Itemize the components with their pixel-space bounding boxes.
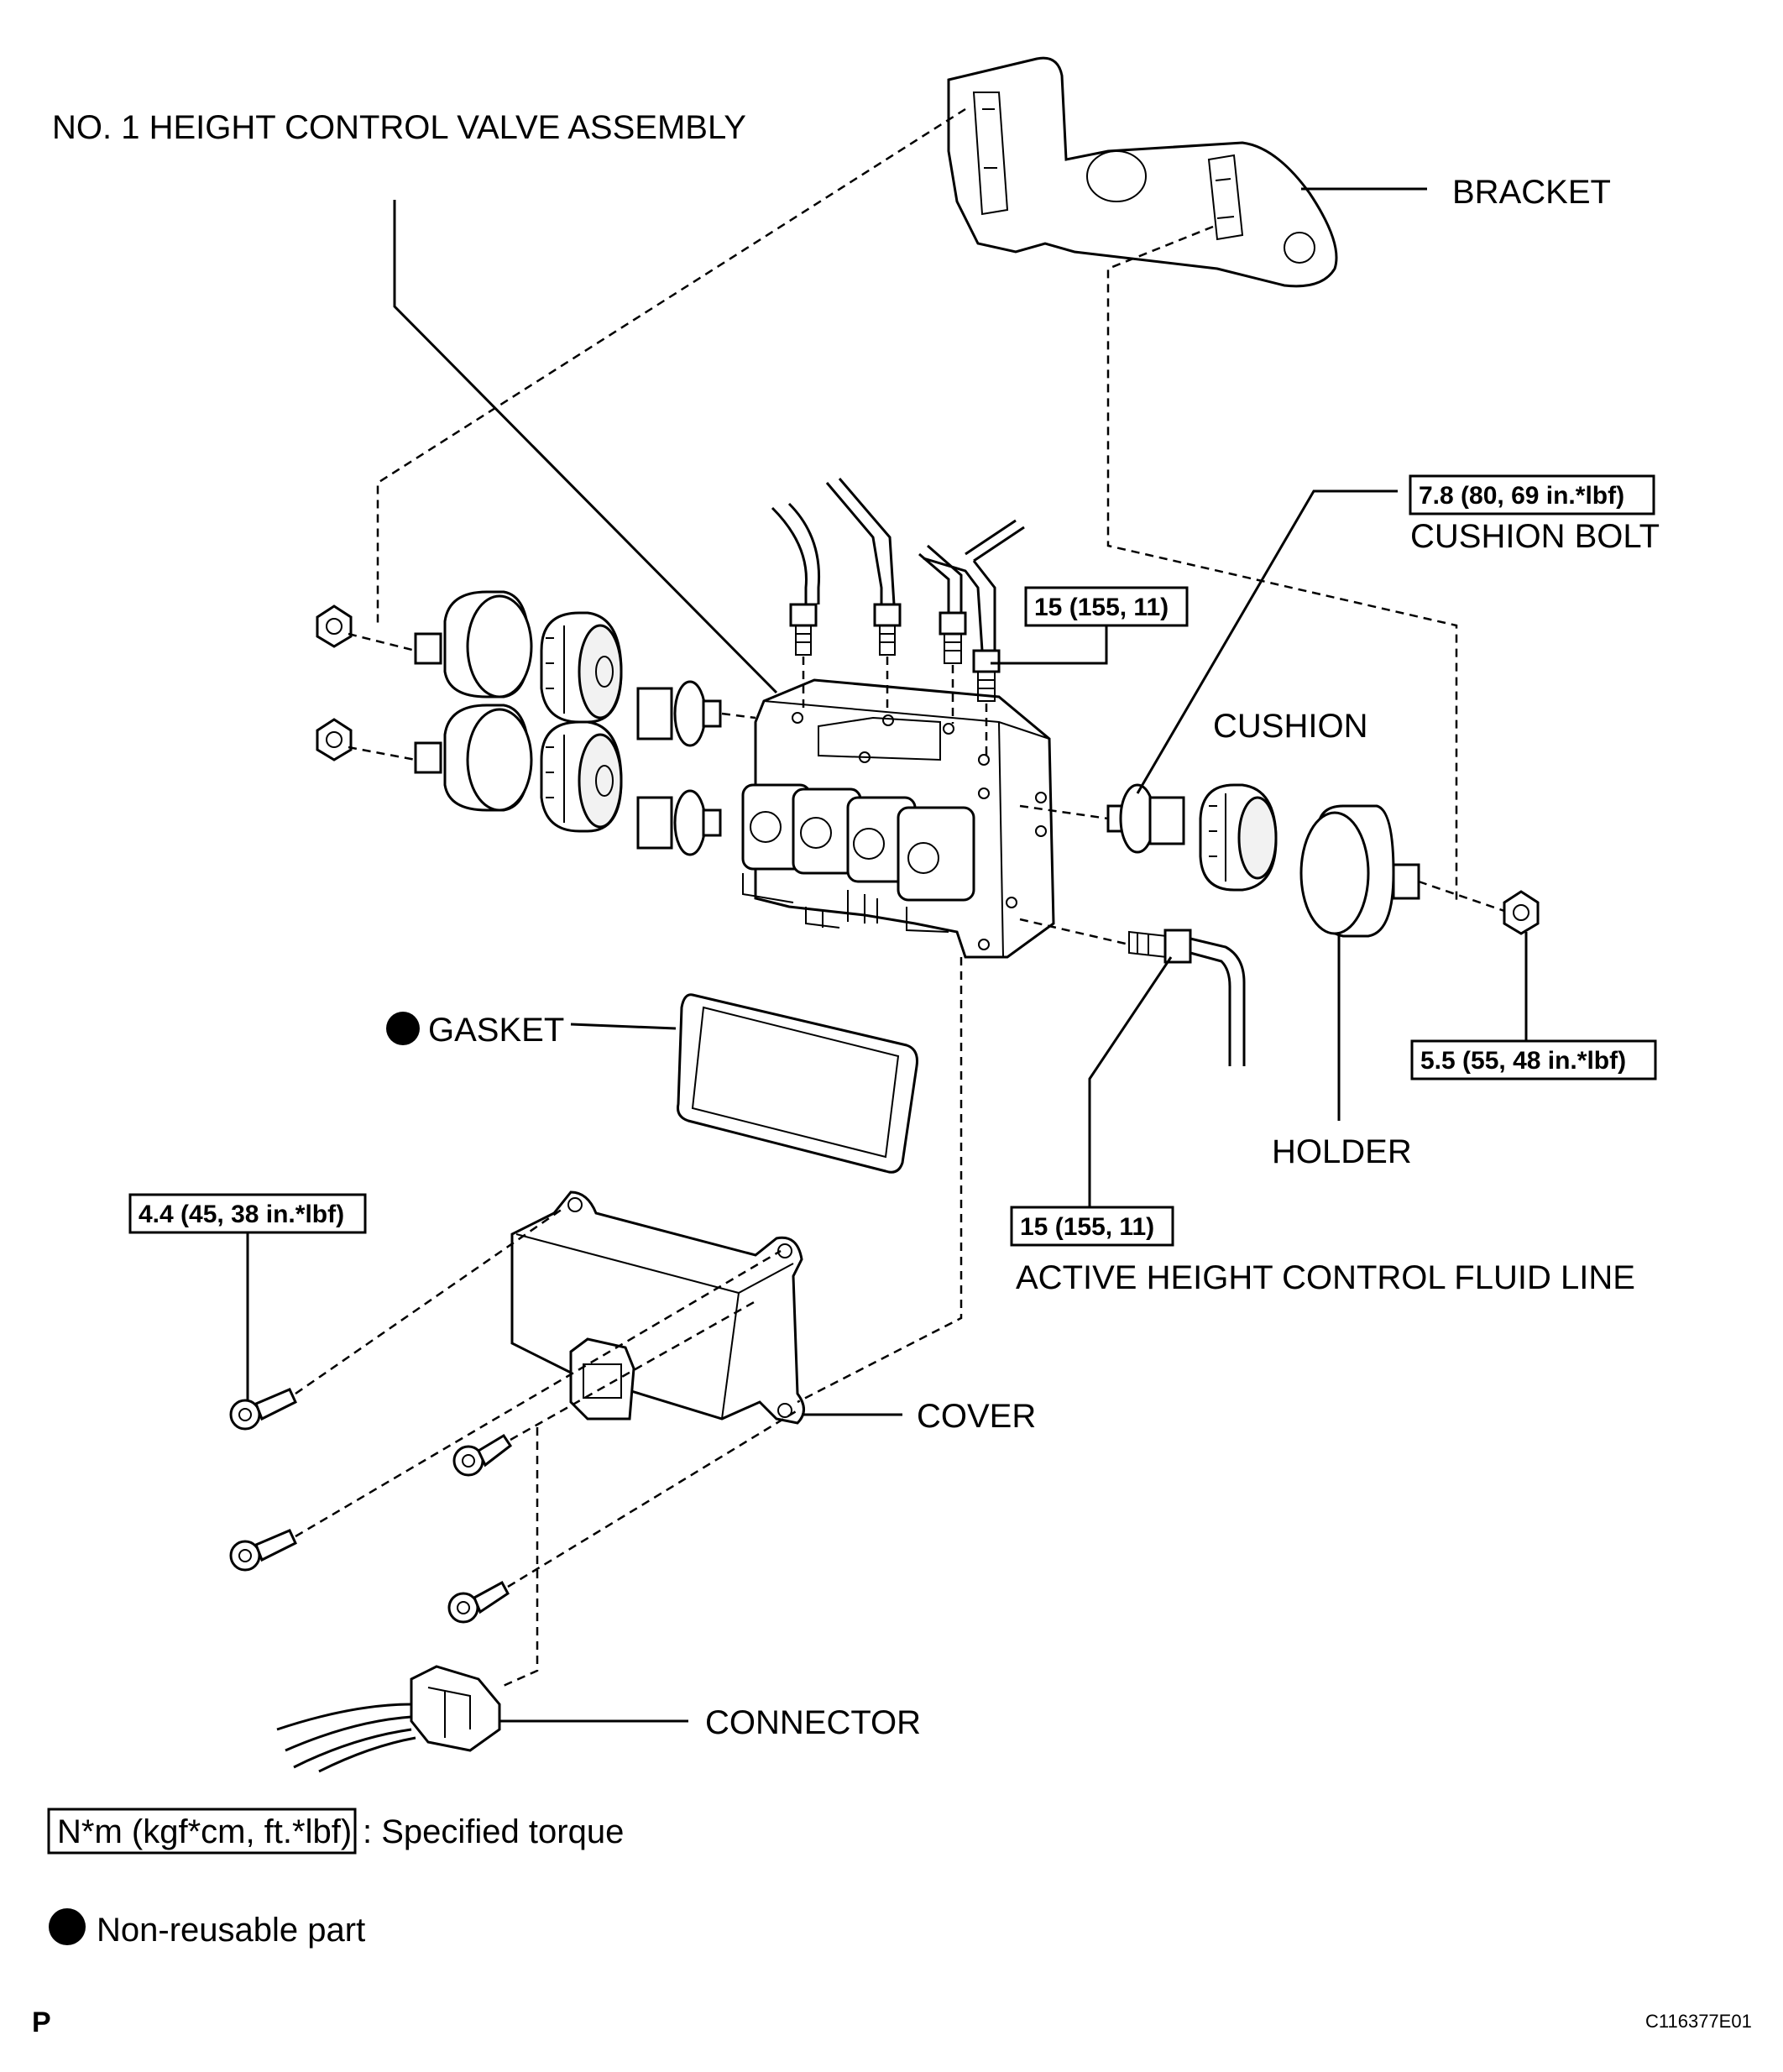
label-bracket: BRACKET <box>1452 174 1611 211</box>
label-connector: CONNECTOR <box>705 1704 921 1741</box>
valve-block-part <box>741 678 1055 959</box>
torque-nut: 5.5 (55, 48 in.*lbf) <box>1420 1047 1626 1075</box>
label-gasket: GASKET <box>428 1012 564 1049</box>
label-fluid-line: ACTIVE HEIGHT CONTROL FLUID LINE <box>1016 1259 1635 1296</box>
torque-lower-fluid-line: 15 (155, 11) <box>1020 1213 1154 1241</box>
leader-cushion-bolt <box>1136 489 1398 794</box>
solenoid-4 <box>897 806 975 902</box>
leader-gasket <box>570 1023 677 1030</box>
figure-id: C116377E01 <box>1645 2011 1752 2032</box>
solenoid-2 <box>792 787 862 875</box>
upper-fluid-lines <box>771 478 1025 702</box>
screw-2 <box>452 1433 513 1477</box>
non-reusable-legend-icon <box>49 1908 86 1945</box>
left-lower-mount <box>316 704 722 856</box>
label-valve-assembly: NO. 1 HEIGHT CONTROL VALVE ASSEMBLY <box>52 109 746 146</box>
connector-part <box>276 1665 501 1773</box>
right-mount <box>1106 783 1540 938</box>
torque-box-nut: 5.5 (55, 48 in.*lbf) <box>1410 1039 1657 1080</box>
label-cover: COVER <box>917 1398 1036 1435</box>
torque-box-upper-fluid-line: 15 (155, 11) <box>1024 586 1189 627</box>
page-letter: P <box>32 2007 51 2038</box>
torque-box-cushion-bolt: 7.8 (80, 69 in.*lbf) <box>1409 474 1655 515</box>
left-upper-mount <box>316 590 722 747</box>
leader-lower-fluid-line <box>1088 956 1173 1207</box>
cover-part <box>510 1190 805 1425</box>
label-cushion: CUSHION <box>1213 708 1367 745</box>
non-reusable-marker-icon <box>386 1012 420 1045</box>
screw-3 <box>229 1529 297 1572</box>
torque-cover-screw: 4.4 (45, 38 in.*lbf) <box>139 1201 344 1228</box>
screw-4 <box>447 1580 510 1624</box>
torque-box-cover-screw: 4.4 (45, 38 in.*lbf) <box>128 1193 367 1234</box>
legend-non-reusable-text: Non-reusable part <box>97 1912 365 1949</box>
leader-upper-fluid-line <box>991 625 1108 665</box>
lower-fluid-line <box>1128 929 1246 1066</box>
screw-1 <box>229 1388 297 1431</box>
legend-torque: N*m (kgf*cm, ft.*lbf) : Specified torque <box>47 1808 624 1855</box>
torque-upper-fluid-line: 15 (155, 11) <box>1034 594 1169 621</box>
label-holder: HOLDER <box>1272 1133 1412 1170</box>
legend-torque-unit: N*m (kgf*cm, ft.*lbf) <box>57 1813 352 1850</box>
legend-torque-desc: : Specified torque <box>363 1813 624 1850</box>
leader-valve-assembly <box>393 200 778 694</box>
legend-non-reusable: Non-reusable part <box>49 1908 365 1949</box>
torque-cushion-bolt: 7.8 (80, 69 in.*lbf) <box>1419 482 1624 510</box>
torque-box-lower-fluid-line: 15 (155, 11) <box>1010 1206 1174 1247</box>
gasket-part <box>677 993 918 1174</box>
bracket-part <box>947 56 1338 288</box>
label-cushion-bolt: CUSHION BOLT <box>1410 518 1660 555</box>
